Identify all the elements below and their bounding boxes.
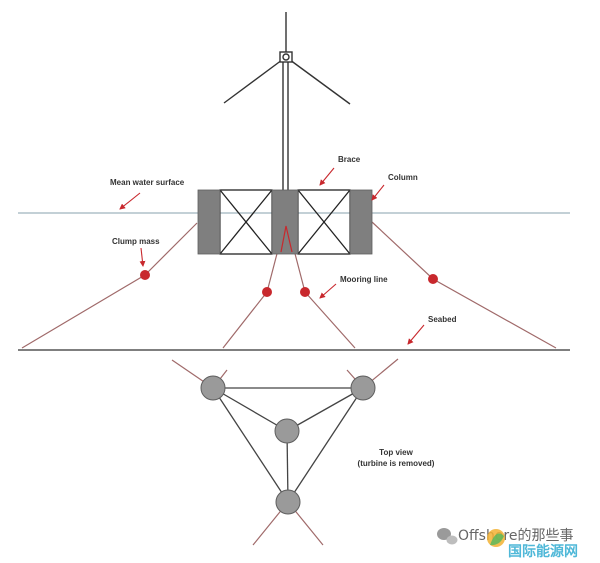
column-right <box>349 189 373 255</box>
energy-logo-icon <box>487 529 505 547</box>
column-left <box>197 189 221 255</box>
wechat-icon <box>437 528 458 545</box>
top-view-column-4 <box>275 489 301 515</box>
column-center <box>271 189 299 255</box>
columns <box>197 189 373 255</box>
clump-mass-2 <box>262 287 272 297</box>
clump-mass-3 <box>300 287 310 297</box>
label-clump-mass: Clump mass <box>112 237 160 246</box>
label-brace: Brace <box>338 155 361 164</box>
watermark-brand: 国际能源网 <box>508 543 578 560</box>
label-column: Column <box>388 173 418 182</box>
watermark: Offshore的那些事 国际能源网 <box>437 528 578 560</box>
label-top-view-note: (turbine is removed) <box>358 459 435 468</box>
top-view-column-3 <box>274 418 300 444</box>
label-mooring-line: Mooring line <box>340 275 388 284</box>
top-view-column-2 <box>350 375 376 401</box>
label-mean-water-surface: Mean water surface <box>110 178 185 187</box>
watermark-text: Offshore的那些事 <box>458 528 573 544</box>
wind-turbine <box>223 12 351 190</box>
label-top-view: Top view <box>379 448 413 457</box>
label-seabed: Seabed <box>428 315 457 324</box>
top-view <box>171 358 399 546</box>
top-view-column-1 <box>200 375 226 401</box>
label-arrows <box>119 167 425 345</box>
clump-masses <box>140 270 438 297</box>
clump-mass-1 <box>140 270 150 280</box>
clump-mass-4 <box>428 274 438 284</box>
